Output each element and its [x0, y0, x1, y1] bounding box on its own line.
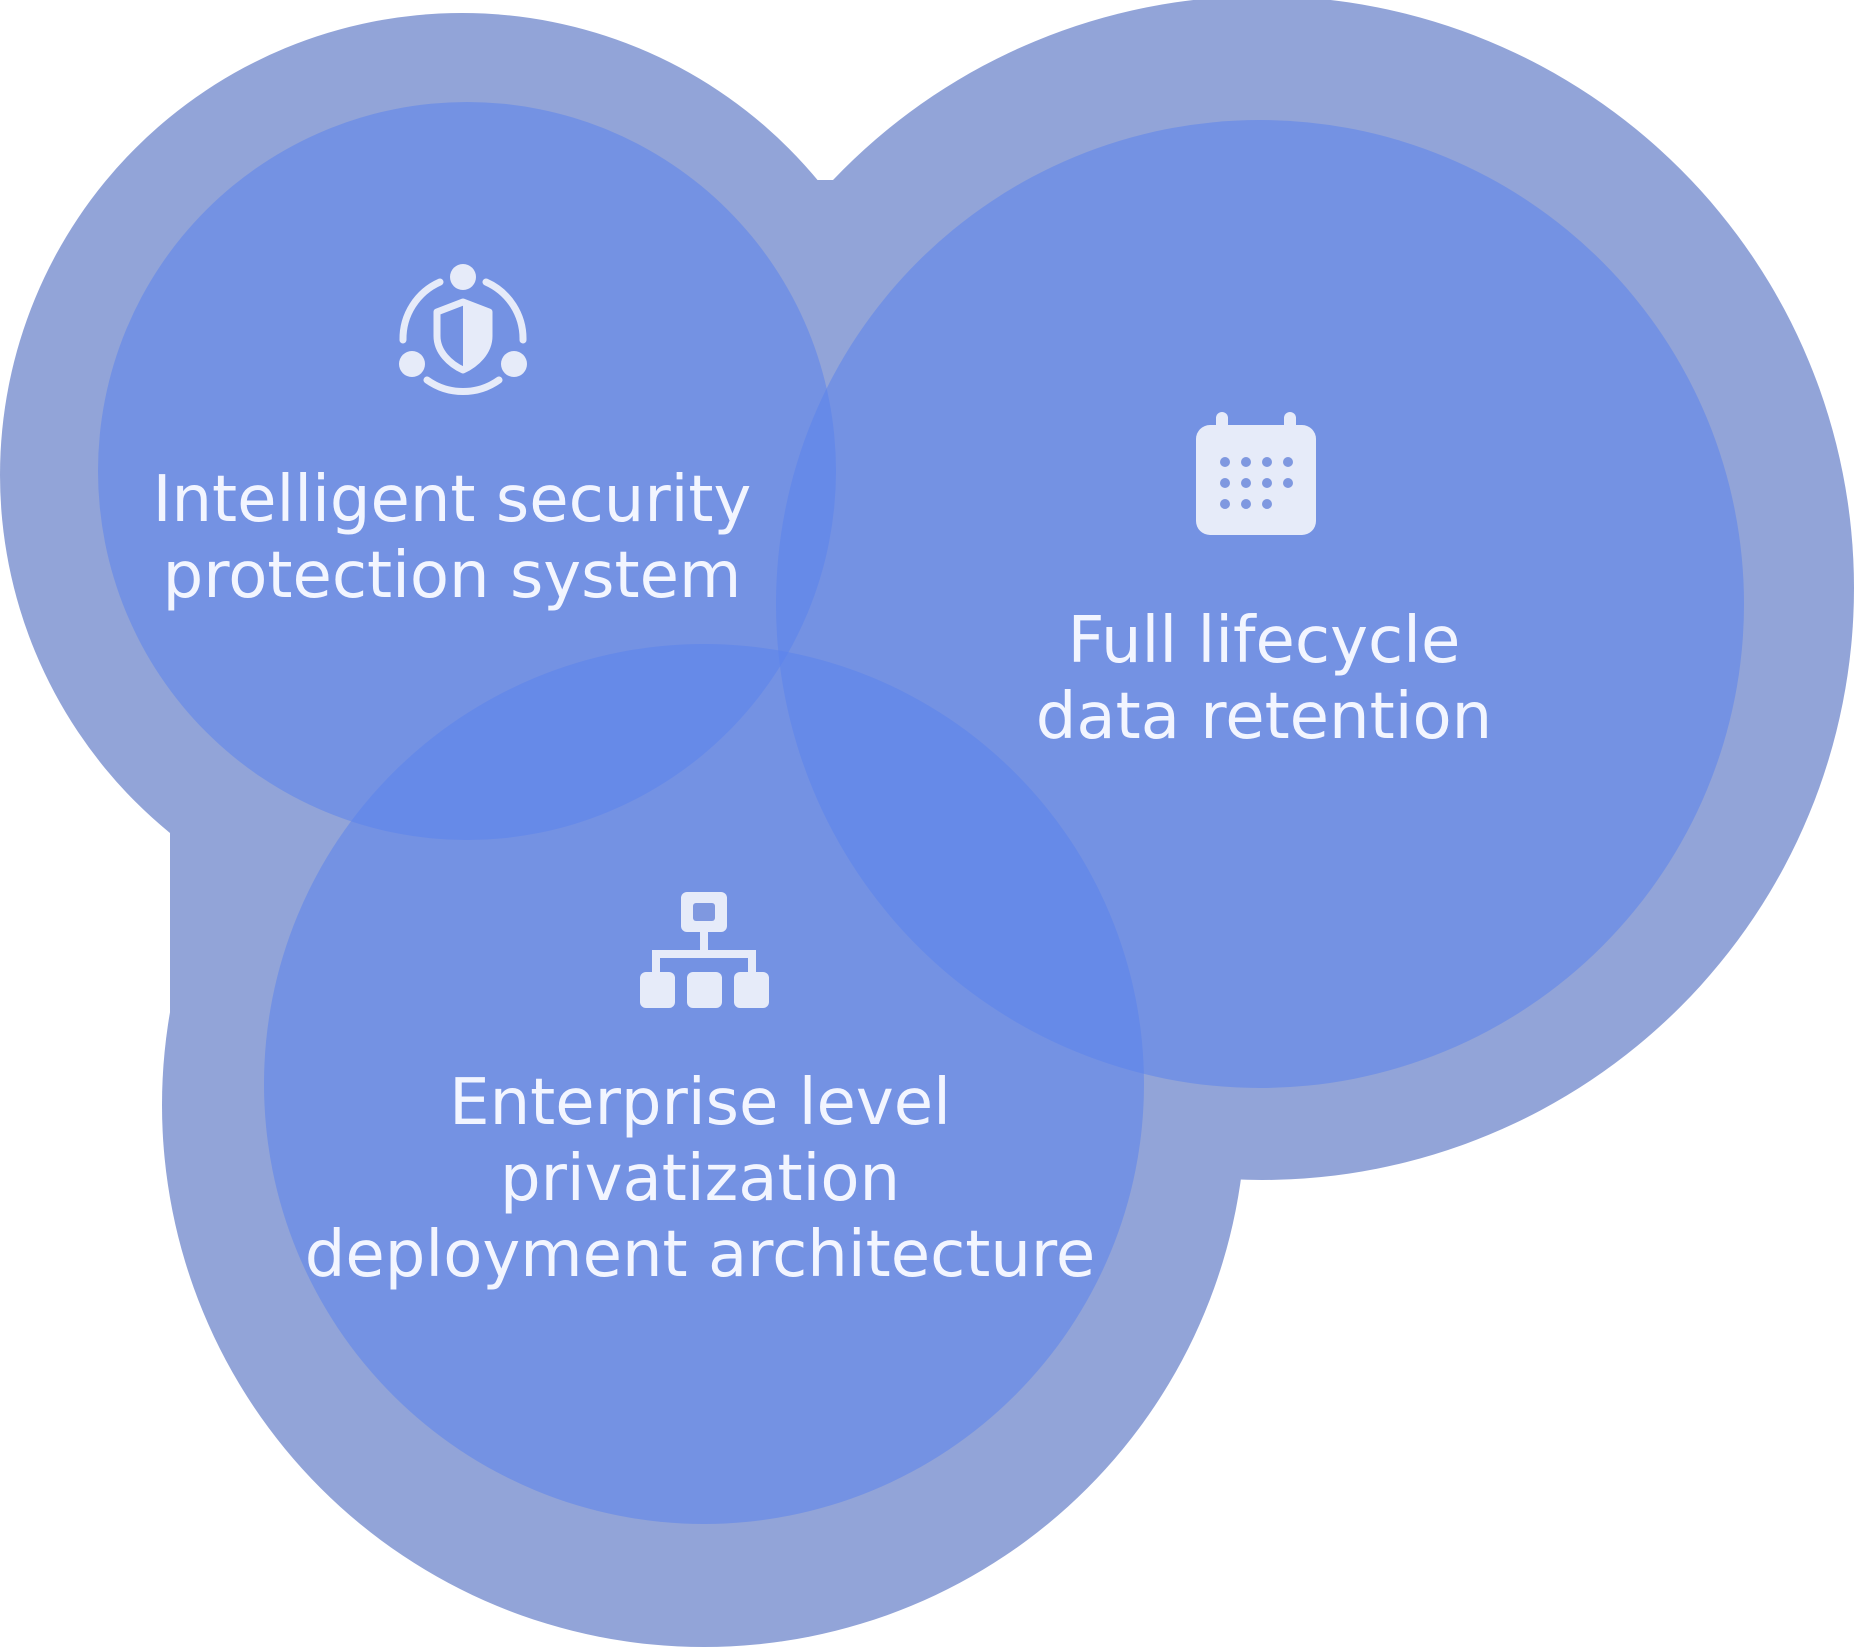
label-deployment: Enterprise level privatization deploymen… — [305, 1065, 1095, 1293]
label-line: Enterprise level — [449, 1066, 951, 1140]
label-security: Intelligent security protection system — [153, 462, 752, 614]
label-lifecycle: Full lifecycle data retention — [1036, 603, 1492, 755]
label-line: data retention — [1035, 680, 1493, 754]
label-line: Full lifecycle — [1067, 604, 1461, 678]
shield-people-icon — [399, 264, 527, 396]
label-line: Intelligent security — [152, 463, 752, 537]
label-line: deployment architecture — [304, 1218, 1096, 1292]
label-line: privatization — [499, 1142, 901, 1216]
label-line: protection system — [162, 539, 742, 613]
calendar-icon — [1196, 412, 1316, 535]
sitemap-icon — [640, 892, 769, 1008]
circle-deployment — [264, 644, 1144, 1524]
inner-circles — [98, 102, 1744, 1524]
